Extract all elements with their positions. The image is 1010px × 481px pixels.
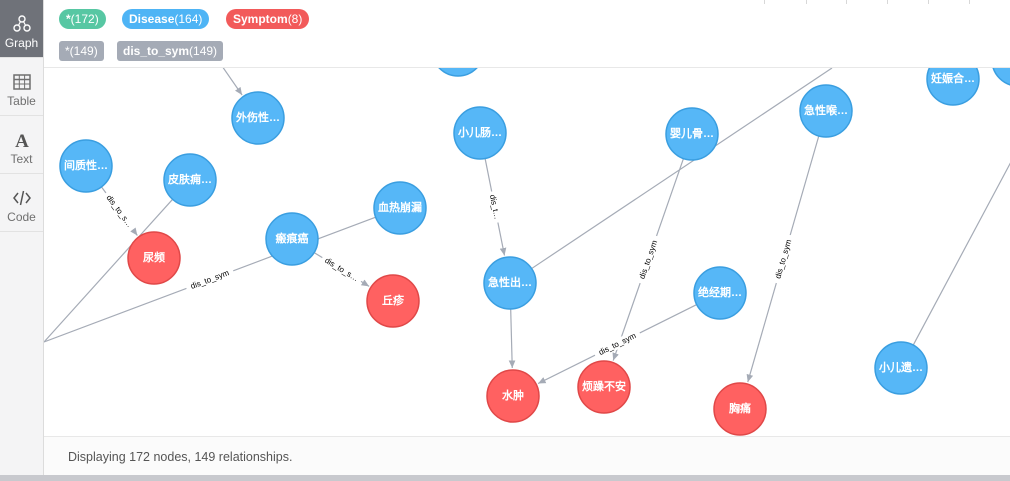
node-label: 尿频 xyxy=(143,250,165,264)
node-label: 丘疹 xyxy=(382,293,405,307)
edge-label: dis_to_sym xyxy=(184,266,235,294)
disease-node[interactable]: 妊娠合… xyxy=(926,68,980,106)
disease-node[interactable] xyxy=(992,68,1010,86)
symptom-node[interactable]: 水肿 xyxy=(486,369,540,423)
node-label: 外伤性… xyxy=(235,110,280,124)
divider xyxy=(764,0,765,4)
legend-pill-count: (8) xyxy=(287,12,303,26)
legend-tag-name: dis_to_sym xyxy=(123,44,190,58)
legend-pill-name: Disease xyxy=(129,12,175,26)
legend-tag-count: (149) xyxy=(189,44,218,58)
node-label: 胸痛 xyxy=(729,401,751,415)
divider xyxy=(887,0,888,4)
legend-tag-all-relationships[interactable]: *(149) xyxy=(59,41,104,61)
edge-label-text: dis_to_s… xyxy=(323,256,360,283)
divider xyxy=(928,0,929,4)
status-text: Displaying 172 nodes, 149 relationships. xyxy=(68,450,293,464)
sidebar-item-graph[interactable]: Graph xyxy=(0,0,43,58)
edge-label-text: dis_to_sym xyxy=(597,331,638,357)
symptom-node[interactable]: 胸痛 xyxy=(713,382,767,436)
node-label: 间质性… xyxy=(64,158,108,172)
legend-tag-count: (149) xyxy=(69,44,98,58)
legend-pill-symptom[interactable]: Symptom(8) xyxy=(226,9,310,29)
relationship-edge[interactable] xyxy=(508,308,516,369)
disease-node[interactable]: 瘢痕癌 xyxy=(265,212,319,266)
legend-pill-disease[interactable]: Disease(164) xyxy=(122,9,210,29)
edge-label-text: dis_to_sym xyxy=(773,238,793,280)
legend-tag-dis-to-sym[interactable]: dis_to_sym(149) xyxy=(117,41,224,61)
status-bar: Displaying 172 nodes, 149 relationships. xyxy=(44,436,1010,476)
edge-label-text: dis_to_s… xyxy=(105,193,135,229)
node-label: 婴儿骨… xyxy=(670,127,714,140)
node-label: 瘢痕癌 xyxy=(276,231,309,245)
node-label: 小儿肠… xyxy=(457,125,502,139)
edge-label: dis_to_s… xyxy=(101,189,137,233)
bottom-bar xyxy=(0,475,1010,481)
node-label: 血热崩漏 xyxy=(378,200,422,214)
text-icon: A xyxy=(15,131,29,149)
node-label: 烦躁不安 xyxy=(582,379,626,393)
edge-label: dis_to_sym xyxy=(771,233,796,285)
sidebar-item-label: Graph xyxy=(4,36,39,50)
view-sidebar: Graph Table A Text Code xyxy=(0,0,44,475)
disease-node[interactable]: 急性出… xyxy=(483,256,537,310)
disease-node[interactable]: 婴儿骨… xyxy=(665,107,719,161)
relationship-edge[interactable] xyxy=(912,160,1010,346)
legend-tag-name: * xyxy=(65,44,70,58)
relationship-edge[interactable] xyxy=(44,198,174,343)
relationship-edge[interactable] xyxy=(531,68,833,270)
symptom-node[interactable]: 丘疹 xyxy=(366,274,420,328)
sidebar-item-text[interactable]: A Text xyxy=(0,116,43,174)
relationship-legend: *(149) dis_to_sym(149) xyxy=(44,36,1010,68)
table-icon xyxy=(12,74,31,90)
graph-svg[interactable]: dis_to_s… dis_to_s… dis_to_sym dis_t… dis_to… xyxy=(44,68,1010,436)
disease-node[interactable]: 皮肤痈… xyxy=(163,153,217,207)
sidebar-item-label: Table xyxy=(7,94,36,108)
edges-layer: dis_to_s… dis_to_s… dis_to_sym dis_t… dis_to… xyxy=(44,68,1010,385)
disease-node[interactable] xyxy=(432,68,484,77)
disease-node[interactable]: 急性喉… xyxy=(799,84,853,138)
disease-node[interactable]: 小儿肠… xyxy=(453,106,507,160)
node-label: 水肿 xyxy=(502,388,524,402)
sidebar-item-label: Text xyxy=(10,152,33,166)
node-label: 皮肤痈… xyxy=(167,172,212,186)
edge-label: dis_to_s… xyxy=(319,253,364,286)
graph-canvas[interactable]: dis_to_s… dis_to_s… dis_to_sym dis_t… dis_to… xyxy=(44,68,1010,436)
sidebar-item-table[interactable]: Table xyxy=(0,58,43,116)
disease-node[interactable]: 间质性… xyxy=(59,139,113,193)
divider xyxy=(969,0,970,4)
node-label: 绝经期… xyxy=(698,285,742,299)
disease-node[interactable]: 绝经期… xyxy=(693,266,747,320)
graph-icon xyxy=(12,15,31,32)
legend-pill-all-nodes[interactable]: *(172) xyxy=(59,9,106,29)
legend-pill-count: (172) xyxy=(70,12,99,26)
disease-node[interactable]: 外伤性… xyxy=(231,91,285,145)
edge-label: dis_t… xyxy=(486,190,503,224)
relationship-edge[interactable] xyxy=(222,68,243,96)
edge-label-text: dis_to_sym xyxy=(189,268,230,291)
edge-label: dis_to_sym xyxy=(592,328,643,360)
legend-pill-name: * xyxy=(66,12,71,26)
node-label-legend: *(172) Disease(164) Symptom(8) xyxy=(44,0,1010,37)
code-icon xyxy=(12,190,31,206)
symptom-node[interactable]: 尿频 xyxy=(127,231,181,285)
legend-pill-name: Symptom xyxy=(233,12,288,26)
divider xyxy=(846,0,847,4)
divider xyxy=(806,0,807,4)
node-label: 小儿遗… xyxy=(878,360,923,374)
sidebar-item-code[interactable]: Code xyxy=(0,174,43,232)
disease-node[interactable]: 血热崩漏 xyxy=(373,181,427,235)
svg-text:A: A xyxy=(15,131,29,149)
node-label: 急性出… xyxy=(488,275,532,289)
symptom-node[interactable]: 烦躁不安 xyxy=(577,360,631,414)
sidebar-item-label: Code xyxy=(7,210,36,224)
node-label: 急性喉… xyxy=(804,103,848,117)
legend-pill-count: (164) xyxy=(174,12,203,26)
edge-label: dis_to_sym xyxy=(635,234,662,285)
disease-node[interactable]: 小儿遗… xyxy=(874,341,928,395)
node-label: 妊娠合… xyxy=(931,71,975,85)
